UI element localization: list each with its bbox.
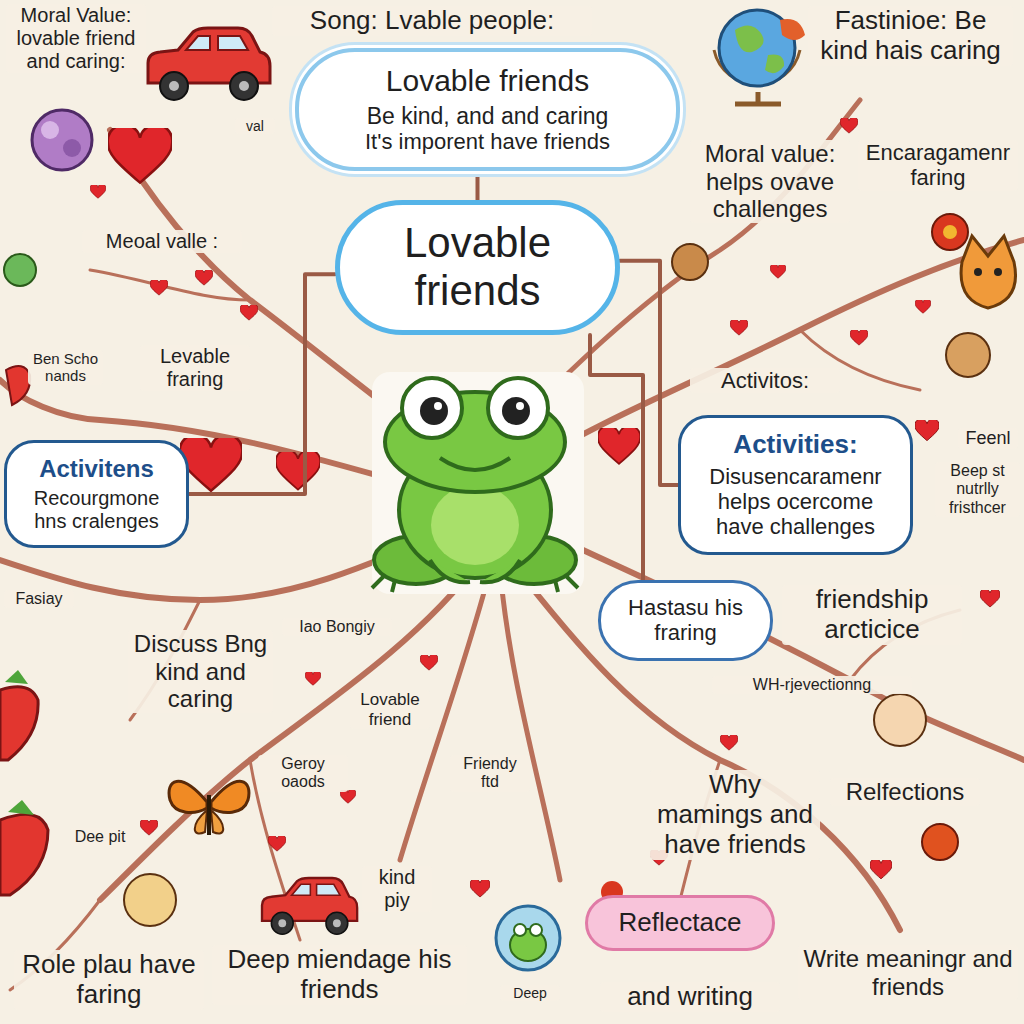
branch-label: WH-rjevectionng <box>712 676 912 694</box>
node-text: Lovable friends <box>356 219 599 316</box>
branch-label: Fasiay <box>4 590 74 608</box>
branch-connector <box>620 261 678 485</box>
bubble-heading: Activitens <box>23 455 170 483</box>
branch-label: Friendy ftd <box>450 755 530 792</box>
globe-drawing <box>714 10 805 104</box>
node-text: Be kind, and and caring <box>315 103 660 129</box>
branch-label: kind piy <box>362 866 432 912</box>
branch-label: Lovable friend <box>350 690 430 729</box>
branch-label: friendship arcticice <box>782 585 962 645</box>
branch-label: Why mamings and have friends <box>650 770 820 860</box>
thought-cloud: Hastasu his fraring <box>598 580 773 661</box>
reflection-cloud: Reflectace <box>585 895 775 951</box>
branch-label: Encaragamenr faring <box>858 140 1018 191</box>
central-cloud: Lovable friends <box>335 200 620 335</box>
branch-label: Discuss Bng kind and caring <box>128 630 273 713</box>
branch-label: Deep <box>500 985 560 1001</box>
branch-label: Geroy oaods <box>258 755 348 792</box>
branch-label: val <box>235 118 275 134</box>
butterfly-drawing <box>169 781 249 835</box>
grape-drawing <box>32 110 92 170</box>
branch-label: Activitos: <box>690 368 840 393</box>
branch-label: Beep st nutrlly fristhcer <box>935 462 1020 517</box>
activity-bubble: ActivitensRecourgmone hns cralenges <box>4 440 189 548</box>
branch-label: Feenl <box>958 428 1018 449</box>
cat-drawing <box>961 236 1015 308</box>
branch-label: Meoal valle : <box>82 230 242 253</box>
branch-label: Ben Scho nands <box>28 350 103 385</box>
doodle-faces <box>4 244 990 926</box>
frog-illustration <box>372 372 584 594</box>
branch-label: Levable fraring <box>140 345 250 391</box>
branch-connector <box>590 335 643 580</box>
node-text: It's imporent have friends <box>315 129 660 154</box>
branch-label: Dee pit <box>70 828 130 846</box>
mini-frog-badge <box>496 906 560 970</box>
node-text: Disusencaramenr helps ocercome have chal… <box>697 464 894 540</box>
branch-label: Moral Value: lovable friend and caring: <box>6 4 146 73</box>
node-text: Hastasu his fraring <box>617 595 754 646</box>
activity-bubble: Activities: Disusencaramenr helps ocercom… <box>678 415 913 555</box>
node-text: Lovable friends <box>315 64 660 99</box>
branch-label: and writing <box>600 982 780 1012</box>
branch-label: Deep miendage his friends <box>212 945 467 1005</box>
branch-label: Role plau have faring <box>14 950 204 1010</box>
branch-label: Relfections <box>830 778 980 806</box>
branch-connector <box>476 171 480 200</box>
node-text: Recourgmone hns cralenges <box>23 487 170 533</box>
branch-label: Iao Bongiy <box>282 618 392 636</box>
title-text: Song: Lvable people: <box>272 6 592 36</box>
branch-label: Write meaningr and friends <box>798 945 1018 1000</box>
branch-label: Fastinioe: Be kind hais caring <box>808 6 1013 66</box>
tree-branches <box>0 100 1024 990</box>
bubble-heading: Activities: <box>697 430 894 460</box>
title-cloud: Lovable friends Be kind, and and caringIt… <box>295 48 680 171</box>
node-text: Reflectace <box>602 908 758 938</box>
branch-label: Moral value: helps ovave challenges <box>690 140 850 223</box>
